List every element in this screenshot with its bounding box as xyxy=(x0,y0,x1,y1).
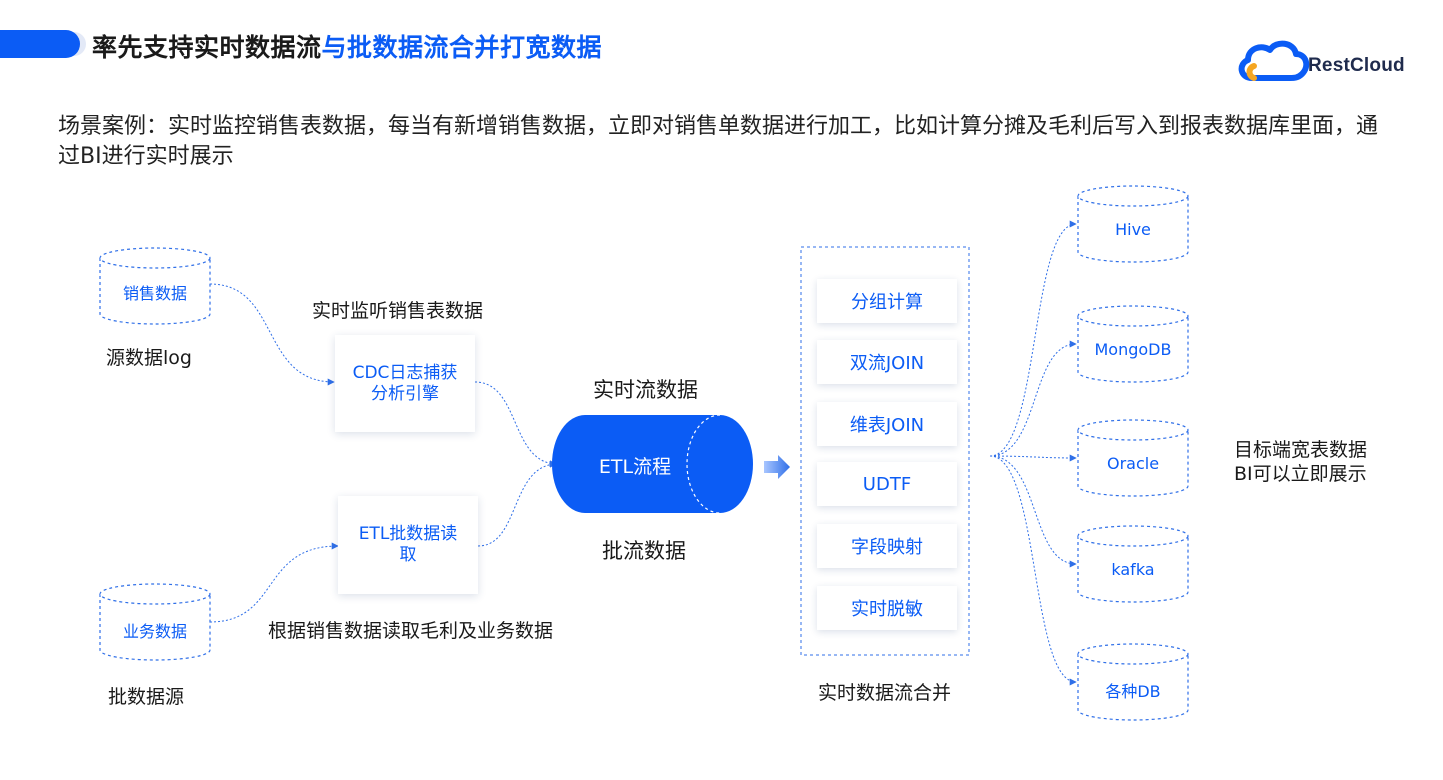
etl-connectors xyxy=(474,381,557,547)
op-udtf: UDTF xyxy=(817,462,957,506)
op-group-compute: 分组计算 xyxy=(817,279,957,323)
op-field-mapping: 字段映射 xyxy=(817,524,957,568)
operations-container xyxy=(800,246,970,656)
batch-line-2: 取 xyxy=(399,545,417,565)
title-part-black: 率先支持实时数据流 xyxy=(92,33,322,62)
cdc-caption: 实时监听销售表数据 xyxy=(312,300,484,322)
source-cylinder-business xyxy=(99,583,211,661)
sales-data-label: 销售数据 xyxy=(122,284,187,303)
target-cylinders xyxy=(1077,185,1189,721)
target-various-db-label: 各种DB xyxy=(1105,682,1161,701)
target-hive-label: Hive xyxy=(1115,220,1151,239)
source-cylinder-sales xyxy=(99,247,211,325)
flow-arrow-icon xyxy=(764,455,790,479)
batch-read-caption: 根据销售数据读取毛利及业务数据 xyxy=(268,620,554,642)
target-note-line-2: BI可以立即展示 xyxy=(1234,463,1367,485)
target-mongodb-label: MongoDB xyxy=(1094,340,1172,359)
business-data-label: 业务数据 xyxy=(122,622,187,641)
restcloud-cloud-icon xyxy=(1238,40,1310,81)
target-oracle-label: Oracle xyxy=(1106,454,1160,473)
batch-read-box: ETL批数据读取 xyxy=(338,496,478,594)
scenario-description: 场景案例：实时监控销售表数据，每当有新增销售数据，立即对销售单数据进行加工，比如… xyxy=(58,114,1379,169)
target-connectors xyxy=(989,220,1077,686)
stream-merge-caption: 实时数据流合并 xyxy=(818,682,952,704)
batch-stream-caption: 批流数据 xyxy=(602,539,686,563)
source-connectors xyxy=(209,283,339,623)
etl-process-label: ETL流程 xyxy=(598,456,672,478)
target-kafka-label: kafka xyxy=(1111,560,1155,579)
cdc-line-2: 分析引擎 xyxy=(371,383,439,404)
page-title: 率先支持实时数据流与批数据流合并打宽数据 xyxy=(92,28,602,64)
target-note: 目标端宽表数据 BI可以立即展示 xyxy=(1234,438,1367,486)
batch-source-caption: 批数据源 xyxy=(108,686,185,708)
batch-line-1: ETL批数据读 xyxy=(358,524,458,544)
title-part-blue: 与批数据流合并打宽数据 xyxy=(321,33,603,62)
cdc-engine-box: CDC日志捕获分析引擎 xyxy=(335,335,475,432)
op-dual-stream-join: 双流JOIN xyxy=(817,340,957,384)
stream-data-caption: 实时流数据 xyxy=(593,378,698,402)
source-log-caption: 源数据log xyxy=(106,347,192,369)
cdc-line-1: CDC日志捕获 xyxy=(352,362,458,383)
op-dimension-join: 维表JOIN xyxy=(817,402,957,446)
target-note-line-1: 目标端宽表数据 xyxy=(1234,439,1368,461)
logo-text: RestCloud xyxy=(1308,55,1405,76)
etl-cylinder xyxy=(552,414,753,514)
op-realtime-masking: 实时脱敏 xyxy=(817,586,957,630)
